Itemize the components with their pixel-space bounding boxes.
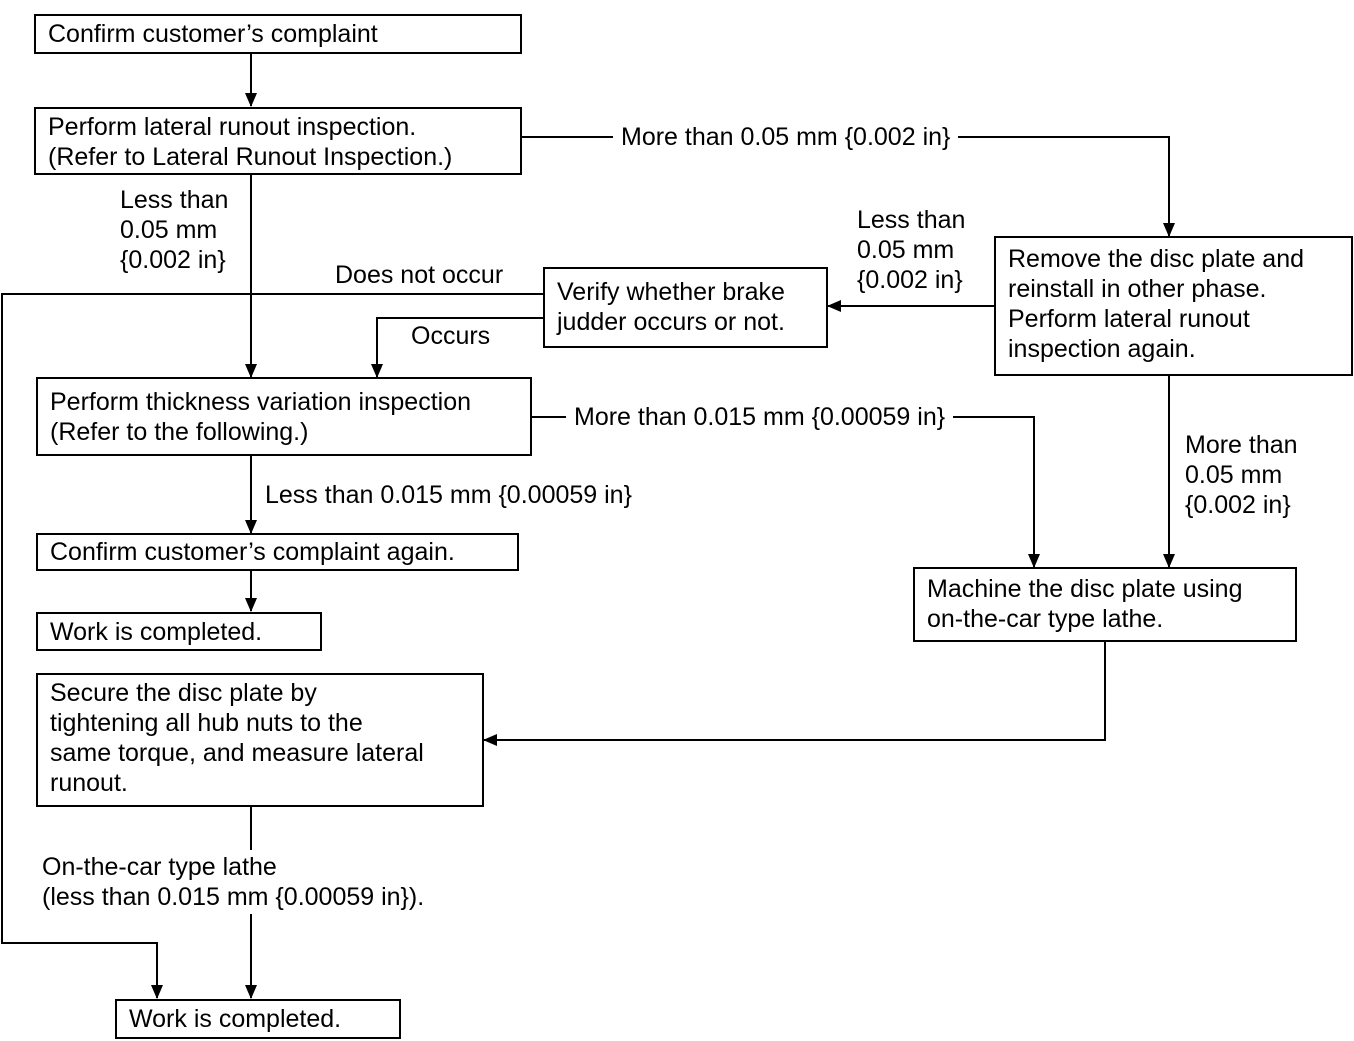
node-confirm-complaint: Confirm customer’s complaint (34, 14, 522, 54)
label-does-not-occur: Does not occur (335, 261, 504, 289)
node-secure-disc: Secure the disc plate by tightening all … (36, 673, 484, 807)
node-work-completed-1: Work is completed. (36, 612, 322, 651)
edge-does-not-occur (1, 293, 543, 999)
label-thickness-more: More than 0.015 mm {0.00059 in} (566, 402, 954, 432)
label-reinstall-more: More than 0.05 mm {0.002 in} (1185, 431, 1298, 519)
label-runout-more: More than 0.05 mm {0.002 in} (613, 122, 959, 152)
node-thickness-variation: Perform thickness variation inspection (… (36, 377, 532, 456)
edge-machine-to-secure (483, 642, 1106, 746)
node-confirm-again: Confirm customer’s complaint again. (36, 533, 519, 571)
label-lathe-result: On-the-car type lathe (less than 0.015 m… (42, 850, 425, 914)
node-verify-judder: Verify whether brake judder occurs or no… (543, 267, 828, 348)
label-runout-less: Less than 0.05 mm {0.002 in} (120, 186, 229, 274)
node-work-completed-2: Work is completed. (115, 999, 401, 1039)
label-reinstall-less: Less than 0.05 mm {0.002 in} (857, 206, 966, 294)
node-lateral-runout: Perform lateral runout inspection. (Refe… (34, 107, 522, 175)
label-occurs: Occurs (411, 322, 491, 350)
node-remove-reinstall: Remove the disc plate and reinstall in o… (994, 236, 1353, 376)
edge-occurs (371, 317, 543, 378)
node-machine-disc: Machine the disc plate using on-the-car … (913, 567, 1297, 642)
label-thickness-less: Less than 0.015 mm {0.00059 in} (265, 481, 632, 509)
